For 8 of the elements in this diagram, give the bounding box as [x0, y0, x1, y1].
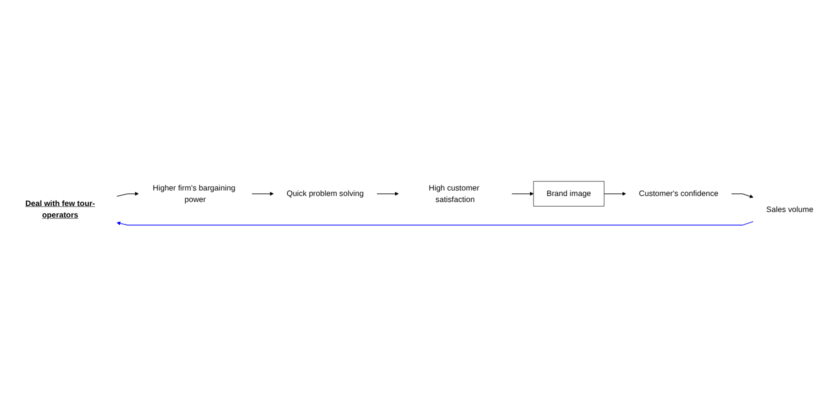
- node-box: [533, 181, 604, 206]
- arrow: [376, 192, 399, 196]
- arrow: [116, 221, 754, 226]
- arrow: [116, 192, 139, 197]
- arrow: [604, 192, 626, 196]
- arrow: [731, 193, 754, 198]
- arrow: [251, 192, 274, 196]
- arrow: [511, 192, 534, 196]
